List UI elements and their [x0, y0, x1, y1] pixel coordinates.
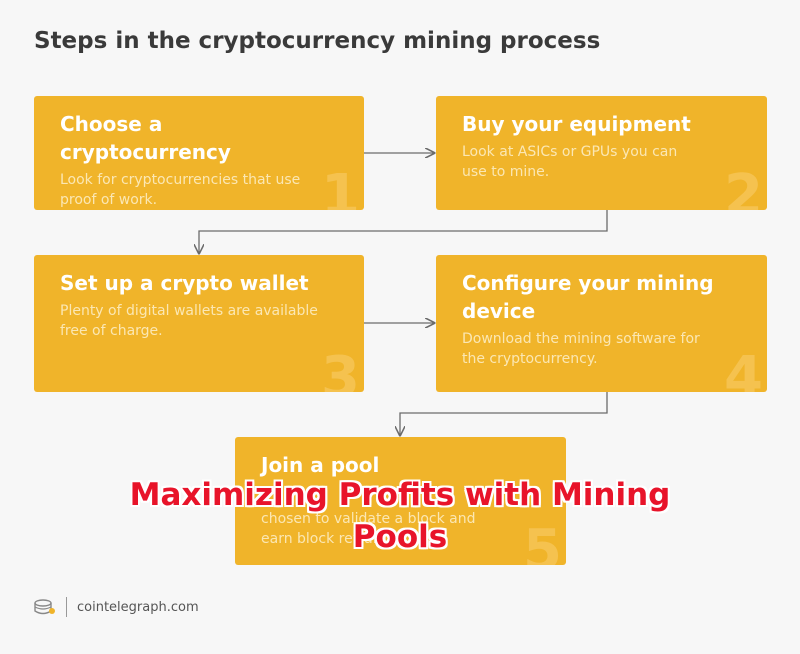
overlay-caption: Maximizing Profits with Mining Pools: [129, 477, 671, 555]
step-box-buy-equipment: Buy your equipment Look at ASICs or GPUs…: [436, 96, 767, 210]
step-heading: Configure your mining device: [462, 271, 714, 323]
cointelegraph-logo-icon: [34, 599, 55, 615]
step-heading: Join a pool: [261, 453, 380, 477]
footer-divider: [66, 597, 67, 617]
step-box-configure-device: Configure your mining device Download th…: [436, 255, 767, 392]
diagram-title: Steps in the cryptocurrency mining proce…: [34, 28, 601, 54]
step-heading: Set up a crypto wallet: [60, 271, 309, 295]
step-number: 5: [523, 518, 562, 566]
step-description: chosen to validate a block and earn bloc…: [261, 511, 476, 547]
step-description: Download the mining software for the cry…: [462, 331, 700, 367]
step-number: 2: [724, 163, 763, 211]
step-box-set-up-wallet: Set up a crypto wallet Plenty of digital…: [34, 255, 364, 392]
step-number: 3: [321, 345, 360, 393]
step-box-choose-cryptocurrency: Choose a cryptocurrency Look for cryptoc…: [34, 96, 364, 210]
step-description: Plenty of digital wallets are available …: [60, 303, 318, 339]
footer-brand: cointelegraph.com: [32, 596, 199, 618]
step-heading: Buy your equipment: [462, 112, 691, 136]
step-box-join-pool: Join a pool chosen to validate a block a…: [235, 437, 566, 565]
step-heading: Choose a cryptocurrency: [60, 112, 231, 164]
step-number: 4: [724, 345, 763, 393]
step-description: Look at ASICs or GPUs you can use to min…: [462, 144, 678, 180]
arrow-2-to-3: [199, 210, 608, 253]
footer-domain[interactable]: cointelegraph.com: [77, 599, 199, 615]
step-description: Look for cryptocurrencies that use proof…: [60, 172, 301, 208]
step-number: 1: [321, 163, 360, 211]
arrow-4-to-5: [400, 392, 608, 435]
